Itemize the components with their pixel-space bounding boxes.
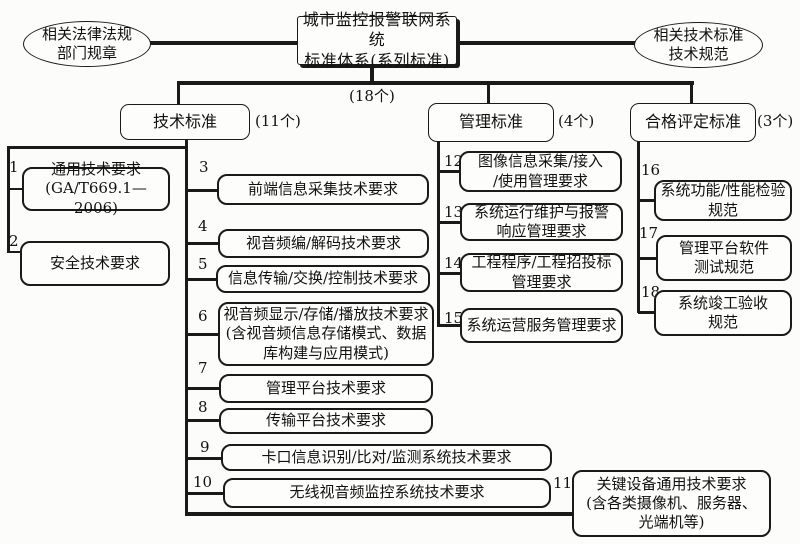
item-number-6: 6 — [198, 307, 208, 325]
item-box-6: 视音频显示/存储/播放技术要求 (含视音频信息存储模式、数据 库构建与应用模式) — [218, 302, 434, 366]
connector-line — [487, 84, 490, 104]
item-number-16: 16 — [641, 161, 661, 179]
item-box-5: 信息传输/交换/控制技术要求 — [216, 265, 430, 293]
item-box-3: 前端信息采集技术要求 — [217, 174, 429, 205]
item-box-2: 安全技术要求 — [20, 241, 170, 286]
item-number-7: 7 — [198, 359, 208, 377]
connector-line — [638, 257, 657, 260]
total-count-label: (18个) — [349, 87, 395, 105]
item-number-8: 8 — [198, 398, 208, 416]
connector-line — [8, 188, 23, 190]
item-number-1: 1 — [9, 158, 19, 176]
related-standards-ellipse: 相关技术标准 技术规范 — [634, 22, 763, 68]
item-box-15: 系统运营服务管理要求 — [460, 308, 623, 343]
item-number-14: 14 — [444, 254, 464, 272]
item-box-8: 传输平台技术要求 — [219, 408, 433, 434]
connector-line — [437, 141, 440, 327]
item-box-11: 关键设备通用技术要求 (含各类摄像机、服务器、 光端机等) — [572, 470, 771, 537]
item-number-9: 9 — [200, 438, 210, 456]
connector-line — [438, 272, 461, 275]
connector-line — [185, 139, 188, 515]
connector-line — [8, 251, 21, 253]
connector-line — [438, 221, 461, 224]
connector-line — [7, 146, 10, 253]
item-box-13: 系统运行维护与报警 响应管理要求 — [460, 203, 623, 241]
item-box-12: 图像信息采集/接入 /使用管理要求 — [459, 151, 622, 192]
connector-line — [186, 242, 219, 245]
connector-line — [186, 333, 219, 336]
connector-line — [186, 189, 218, 192]
category-box-conformity: 合格评定标准 — [630, 103, 756, 142]
item-box-10: 无线视音频监控系统技术要求 — [223, 478, 551, 508]
item-box-14: 工程程序/工程招投标 管理要求 — [460, 253, 623, 292]
category-count-technical: (11个) — [255, 112, 301, 130]
connector-line — [185, 512, 574, 516]
item-number-10: 10 — [193, 473, 213, 491]
category-box-management: 管理标准 — [428, 103, 554, 142]
item-number-2: 2 — [9, 232, 19, 250]
item-number-3: 3 — [199, 158, 209, 176]
item-number-11: 11 — [553, 474, 573, 492]
item-number-4: 4 — [198, 217, 208, 235]
item-box-1: 通用技术要求 (GA/T669.1—2006) — [22, 160, 170, 217]
connector-line — [438, 324, 461, 327]
connector-line — [148, 41, 299, 45]
item-box-4: 视音频编/解码技术要求 — [218, 229, 429, 258]
connector-line — [638, 199, 655, 202]
connector-line — [438, 170, 460, 173]
connector-line — [186, 278, 217, 281]
connector-line — [186, 419, 220, 422]
related-laws-ellipse: 相关法律法规 部门规章 — [23, 21, 151, 67]
item-box-16: 系统功能/性能检验 规范 — [654, 180, 792, 221]
connector-line — [638, 311, 655, 314]
item-number-13: 13 — [444, 203, 464, 221]
category-count-conformity: (3个) — [757, 112, 794, 130]
connector-line — [186, 492, 224, 495]
connector-line — [690, 84, 693, 104]
connector-line — [7, 146, 188, 149]
connector-line — [637, 141, 640, 313]
connector-line — [177, 81, 694, 85]
item-box-17: 管理平台软件 测试规范 — [656, 235, 792, 281]
category-count-management: (4个) — [558, 112, 595, 130]
item-number-12: 12 — [444, 152, 464, 170]
item-box-9: 卡口信息识别/比对/监测系统技术要求 — [221, 444, 552, 471]
connector-line — [177, 84, 180, 105]
connector-line — [370, 64, 374, 83]
connector-line — [186, 457, 222, 460]
category-box-technical: 技术标准 — [120, 104, 250, 140]
connector-line — [186, 387, 220, 390]
item-number-15: 15 — [444, 309, 464, 327]
item-number-17: 17 — [639, 224, 659, 242]
item-box-18: 系统竣工验收 规范 — [654, 290, 792, 336]
connector-line — [456, 41, 638, 45]
item-box-7: 管理平台技术要求 — [219, 374, 433, 403]
root-standard-box: 城市监控报警联网系统 标准体系(系列标准) — [297, 10, 457, 70]
item-number-5: 5 — [198, 255, 208, 273]
